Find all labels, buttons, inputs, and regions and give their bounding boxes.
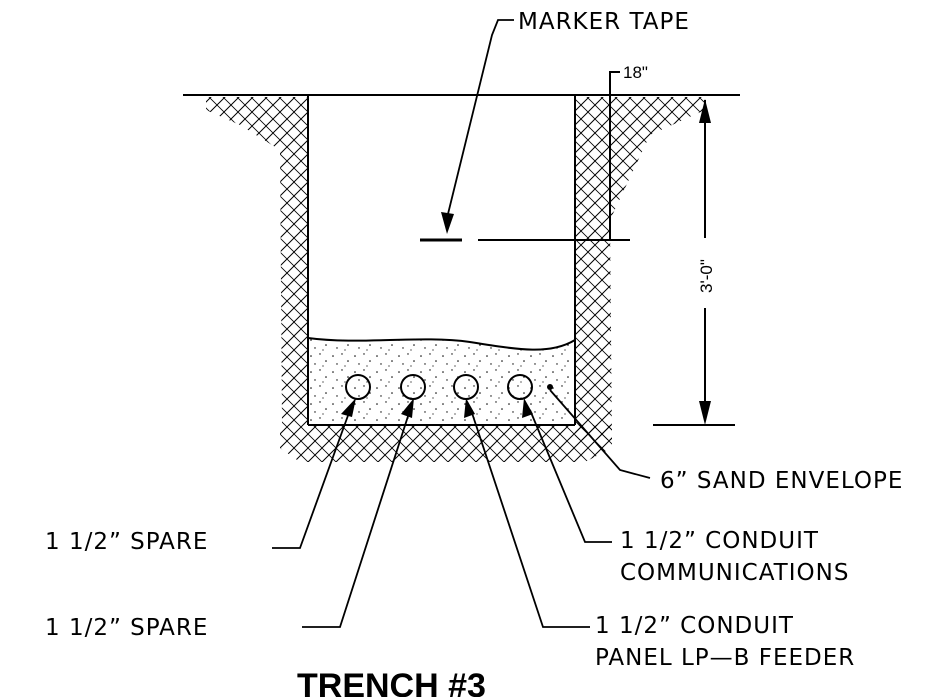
marker-tape-leader xyxy=(441,19,514,234)
drawing-title: TRENCH #3 xyxy=(297,667,486,697)
conduit-spare-1 xyxy=(345,374,371,400)
spare-2-label: 1 1/2” SPARE xyxy=(45,615,208,641)
communications-leader xyxy=(522,398,612,543)
sand-envelope-label: 6” SAND ENVELOPE xyxy=(660,468,903,494)
spare-1-label: 1 1/2” SPARE xyxy=(45,529,208,555)
feeder-label-line2: PANEL LP—B FEEDER xyxy=(595,645,855,671)
dimension-3ft-label: 3'-0" xyxy=(697,259,716,293)
spare-2-leader xyxy=(302,398,414,628)
marker-tape-label: MARKER TAPE xyxy=(518,9,690,35)
feeder-leader xyxy=(464,398,590,628)
sand-envelope-fill xyxy=(308,338,575,425)
conduit-spare-2 xyxy=(400,374,426,400)
dimension-3ft xyxy=(653,99,735,426)
sand-envelope-leader xyxy=(549,389,651,479)
sand-envelope-dot xyxy=(547,384,553,390)
conduit-communications xyxy=(507,374,533,400)
sand-envelope-top xyxy=(307,337,576,351)
feeder-label-line1: 1 1/2” CONDUIT xyxy=(595,613,794,639)
dimension-18-label: 18" xyxy=(623,63,648,82)
spare-1-leader xyxy=(272,398,356,549)
communications-label-line1: 1 1/2” CONDUIT xyxy=(620,528,819,554)
communications-label-line2: COMMUNICATIONS xyxy=(620,560,849,586)
earth-hatching xyxy=(206,97,705,462)
dimension-18 xyxy=(609,71,620,240)
